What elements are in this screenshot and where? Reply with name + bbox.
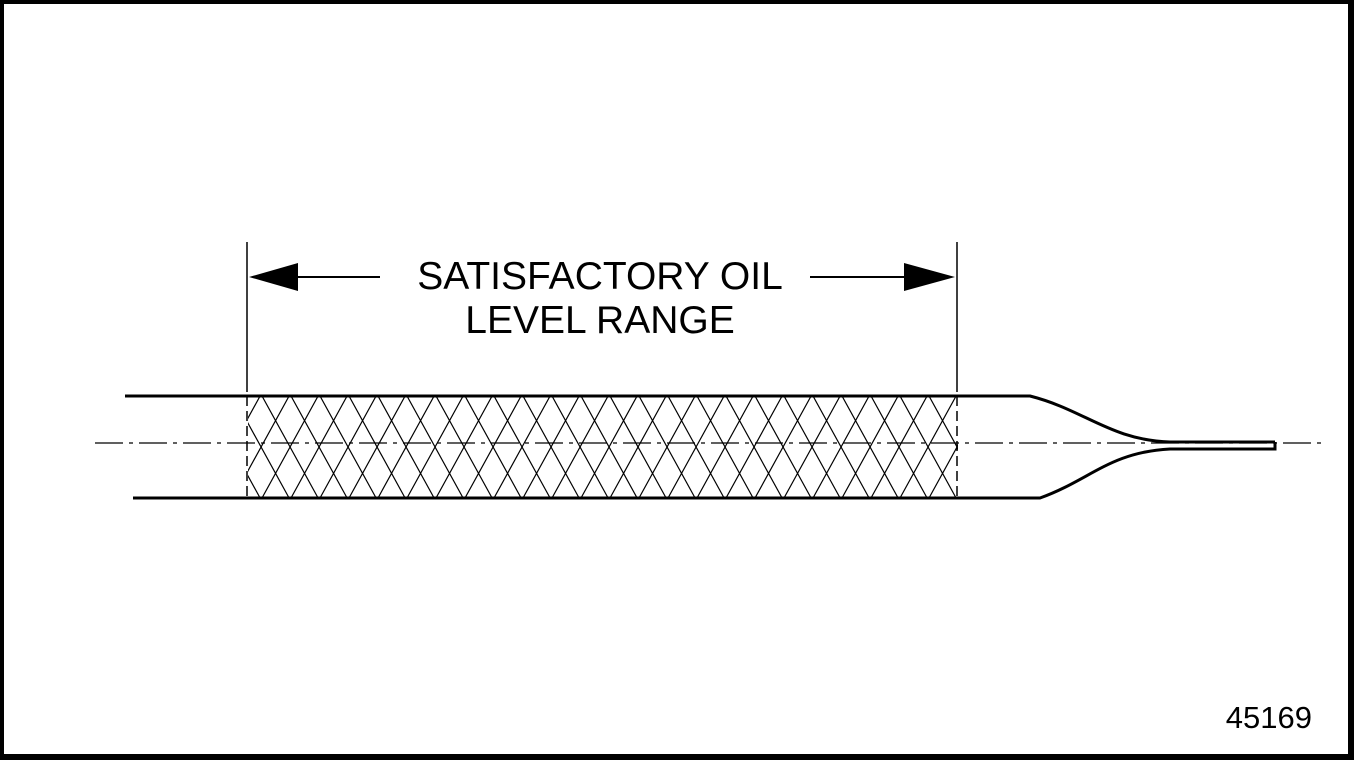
dipstick-top-edge [125, 394, 1275, 444]
hatch-line [1016, 396, 1072, 498]
hatch-line [667, 396, 725, 498]
hatch-line [493, 396, 551, 498]
hatch-line [175, 396, 231, 498]
hatch-line [696, 396, 754, 498]
hatch-line [377, 396, 435, 498]
hatch-pattern [146, 396, 1072, 498]
hatch-line [348, 396, 406, 498]
hatch-line [551, 396, 609, 498]
hatch-line [580, 396, 638, 498]
figure-number: 45169 [1225, 700, 1312, 735]
hatch-line [406, 396, 464, 498]
hatch-line [1016, 396, 1072, 498]
hatch-line [146, 396, 202, 498]
hatch-line [290, 396, 348, 498]
hatch-line [248, 396, 261, 420]
hatch-line [870, 396, 928, 498]
hatch-line [248, 422, 290, 498]
hatch-line [175, 396, 231, 498]
hatch-line [261, 396, 319, 498]
hatch-line [987, 396, 1043, 498]
range-label-line1: SATISFACTORY OIL [417, 255, 783, 298]
hatch-line [522, 396, 580, 498]
hatch-line [754, 396, 812, 498]
hatch-line [464, 396, 522, 498]
range-label-line2: LEVEL RANGE [465, 299, 735, 342]
hatch-line [899, 396, 957, 498]
hatch-line [248, 474, 261, 498]
arrowhead-left-icon [249, 263, 298, 291]
hatch-line [319, 396, 377, 498]
hatch-line [725, 396, 783, 498]
hatch-line [957, 396, 958, 398]
hatch-line [841, 396, 899, 498]
hatch-line [435, 396, 493, 498]
arrowhead-right-icon [904, 263, 955, 291]
hatch-line [812, 396, 870, 498]
hatch-line [783, 396, 841, 498]
hatch-line [638, 396, 696, 498]
hatch-line [957, 496, 958, 498]
hatch-line [609, 396, 667, 498]
hatch-line [987, 396, 1043, 498]
hatch-line [146, 396, 202, 498]
dipstick-bottom-edge [133, 442, 1277, 500]
